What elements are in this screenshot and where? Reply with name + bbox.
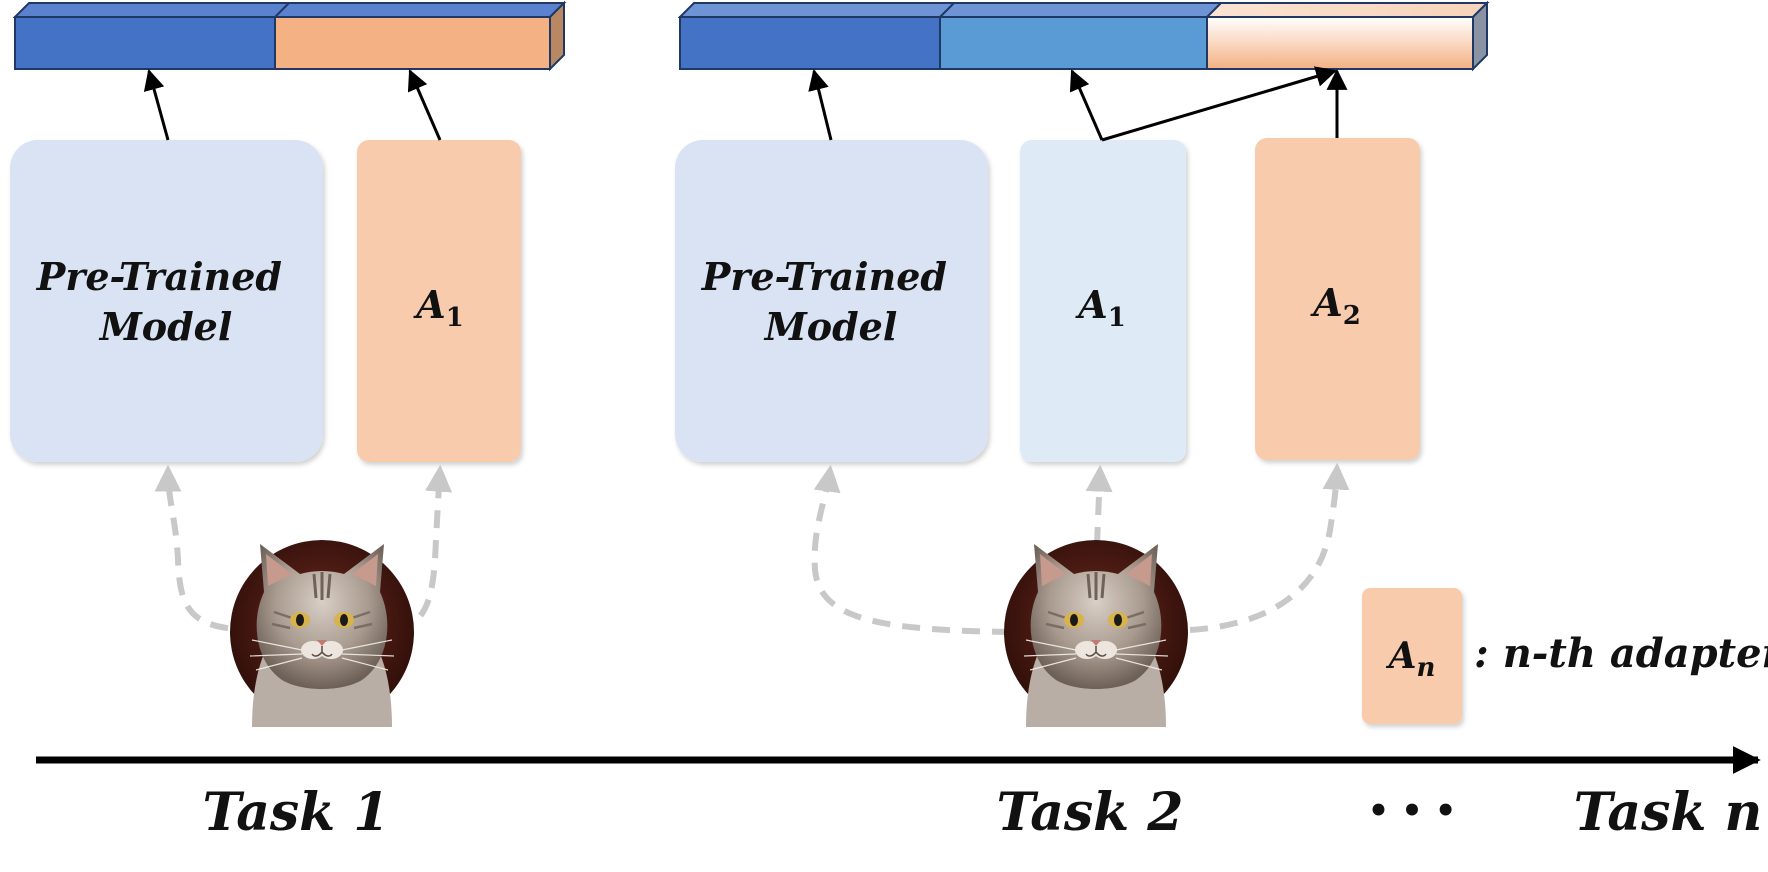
task2-adapter-a2-label: A2 [1310, 280, 1361, 331]
task2-feature-segment-adapter2 [1206, 16, 1474, 70]
task2-label: Task 2 [996, 782, 1183, 843]
task1-input-arrow-adapter [394, 464, 453, 633]
timeline: Task 1 Task 2 • • • Task n [36, 746, 1763, 843]
task1-group: Pre-Trained Model A1 [10, 0, 567, 729]
task2-adapter-a2-box [1255, 138, 1420, 460]
task2-group: Pre-Trained Model A1 A2 [675, 0, 1490, 729]
task1-pretrained-output-arrow [143, 68, 170, 141]
task1-pretrained-label-line2: Model [98, 304, 233, 349]
task1-pretrained-model-box [10, 140, 323, 462]
legend-description: : n-th adapter [1474, 630, 1768, 677]
task1-input-arrow-pretrained [154, 464, 259, 633]
task2-adapter1-output-arrow [1069, 69, 1104, 141]
task2-pretrained-output-arrow [808, 68, 833, 141]
legend-adapter-label: An [1386, 635, 1436, 683]
task2-pretrained-label-line2: Model [763, 304, 898, 349]
legend: An : n-th adapter [1362, 588, 1768, 724]
task1-pretrained-label-line1: Pre-Trained [36, 254, 282, 299]
task2-pretrained-model-box [675, 140, 988, 462]
timeline-ellipsis: • • • [1368, 791, 1457, 831]
task2-pretrained-label-line1: Pre-Trained [701, 254, 947, 299]
task2-feature-segment-adapter1 [939, 16, 1208, 70]
task1-adapter-a1-label: A1 [413, 282, 464, 333]
legend-adapter-box [1362, 588, 1462, 724]
task2-input-arrow-adapter2 [1189, 462, 1350, 633]
task2-input-arrow-pretrained [811, 464, 1011, 635]
task1-feature-segment-adapter1 [274, 16, 551, 70]
task2-feature-bar [677, 0, 1490, 72]
task1-label: Task 1 [202, 782, 389, 843]
task1-adapter-output-arrow [407, 69, 442, 141]
task2-feature-segment-pretrained [679, 16, 941, 70]
svg-text:Pre-Trained Model: Pre-Trained Model [36, 254, 295, 349]
task1-cat-photo [228, 538, 416, 729]
task1-feature-segment-pretrained [14, 16, 276, 70]
task2-adapter-a1-box [1020, 140, 1186, 462]
task-n-label: Task n [1574, 782, 1763, 843]
task2-input-arrow-adapter1 [1085, 464, 1113, 546]
task1-feature-bar [12, 0, 567, 72]
task2-cat-photo [1002, 538, 1190, 729]
task1-adapter-a1-box [357, 140, 521, 462]
task2-adapter-a1-label: A1 [1075, 282, 1126, 333]
svg-text:Pre-Trained Model: Pre-Trained Model [701, 254, 960, 349]
task2-adapter1-to-new-segment-arrow [1101, 66, 1338, 142]
